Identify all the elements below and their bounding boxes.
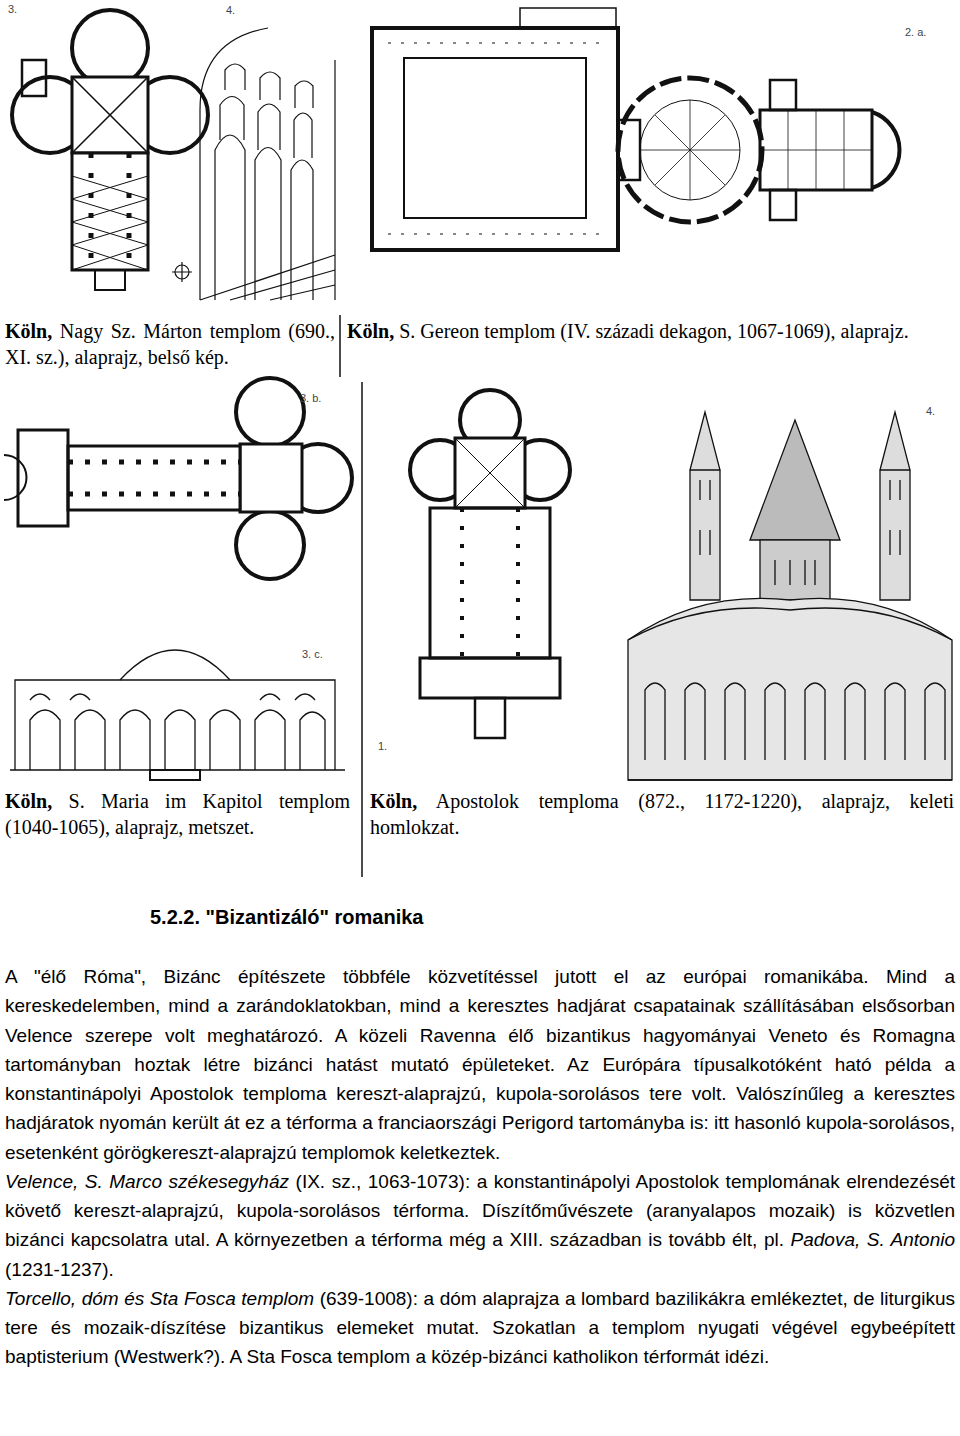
figure-number: 3. c. [302, 648, 323, 660]
figure-number: 4. [226, 4, 235, 16]
bold-place-name: Köln, [5, 320, 52, 342]
figure-number: 4. [926, 405, 935, 417]
apostles-elevation [628, 412, 952, 780]
paragraph: Torcello, dóm és Sta Fosca templom (639-… [5, 1284, 955, 1372]
gross-st-martin-interior [200, 28, 335, 300]
figure-caption: Köln, S. Gereon templom (IV. századi dek… [347, 318, 953, 344]
st-maria-plan [4, 378, 352, 579]
figure-number: 3. b. [300, 392, 321, 404]
apostles-plan [410, 390, 570, 738]
paragraph: Köln, S. Maria im Kapitol templom (1040-… [5, 788, 350, 840]
text-run: A "élő Róma", Bizánc építészete többféle… [5, 966, 955, 1163]
paragraph: Köln, Nagy Sz. Márton templom (690., XI.… [5, 318, 335, 370]
italic-title: Padova, S. Antonio [791, 1229, 955, 1250]
body-text: A "élő Róma", Bizánc építészete többféle… [5, 962, 955, 1372]
italic-title: Velence, S. Marco székesegyház [5, 1171, 289, 1192]
paragraph: Velence, S. Marco székesegyház (IX. sz.,… [5, 1167, 955, 1284]
text-run: S. Gereon templom (IV. századi dekagon, … [394, 320, 908, 342]
column-rule [361, 382, 363, 877]
figure-number: 1. [378, 740, 387, 752]
bold-place-name: Köln, [370, 790, 417, 812]
paragraph: A "élő Róma", Bizánc építészete többféle… [5, 962, 955, 1167]
paragraph: Köln, S. Gereon templom (IV. századi dek… [347, 318, 953, 344]
figure-caption: Köln, S. Maria im Kapitol templom (1040-… [5, 788, 350, 840]
text-run: Apostolok temploma (872., 1172-1220), al… [370, 790, 954, 838]
gross-st-martin-plan [12, 10, 208, 290]
column-rule [339, 315, 341, 377]
bold-place-name: Köln, [5, 790, 52, 812]
figure-caption: Köln, Nagy Sz. Márton templom (690., XI.… [5, 318, 335, 370]
text-run: S. Maria im Kapitol templom (1040-1065),… [5, 790, 350, 838]
figure-number: 2. a. [905, 26, 926, 38]
paragraph: Köln, Apostolok temploma (872., 1172-122… [370, 788, 954, 840]
figure-caption: Köln, Apostolok temploma (872., 1172-122… [370, 788, 954, 840]
text-run: Nagy Sz. Márton templom (690., XI. sz.),… [5, 320, 335, 368]
bold-place-name: Köln, [347, 320, 394, 342]
figure-number: 3. [8, 3, 17, 15]
italic-title: Torcello, dóm és Sta Fosca templom [5, 1288, 314, 1309]
section-heading: 5.2.2. "Bizantizáló" romanika [150, 906, 424, 929]
text-run: (1231-1237). [5, 1259, 114, 1280]
st-maria-section [10, 650, 345, 780]
st-gereon-plan [372, 8, 900, 250]
